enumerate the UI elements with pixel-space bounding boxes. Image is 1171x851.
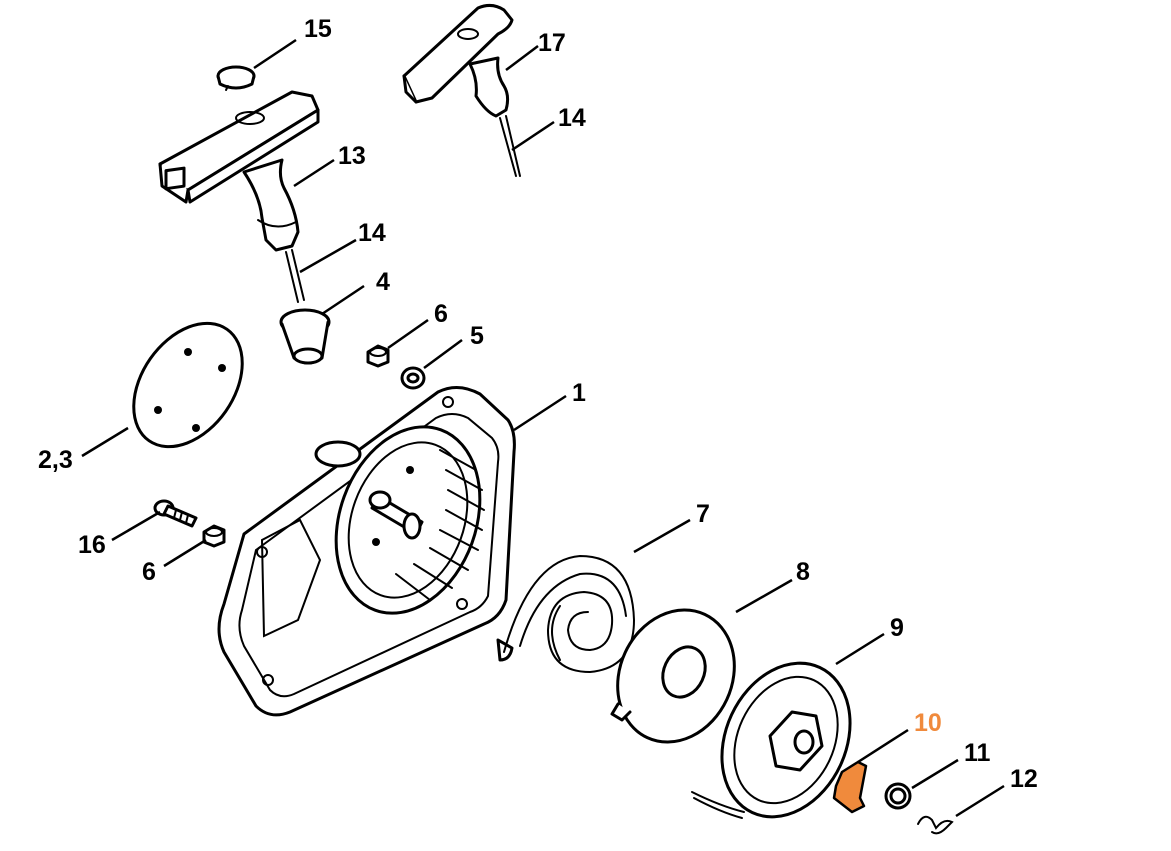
callout-10: 10 [914,709,942,737]
part-5-washer [400,366,426,390]
callout-15: 15 [304,15,332,43]
part-12-spring-clip [917,815,954,835]
part-10-pawl [832,760,868,814]
callout-14-handle: 14 [358,219,386,247]
leader-6b [163,538,207,568]
callout-16: 16 [78,531,106,559]
leader-4 [321,284,365,316]
leader-10 [857,728,909,764]
callout-14-top: 14 [558,104,586,132]
callout-6-upper: 6 [434,300,448,328]
part-8-spring-disc [610,608,736,744]
leader-17 [505,45,539,71]
part-6-nut-lower [202,524,226,548]
leader-lines [81,38,1005,818]
callout-7: 7 [696,500,710,528]
leader-14a [511,120,555,152]
callout-12: 12 [1010,765,1038,793]
leader-14b [299,238,357,274]
part-17-grip [402,3,521,177]
callout-9: 9 [890,614,904,642]
leader-7 [633,518,691,554]
leader-8 [735,578,793,614]
leader-11 [911,758,959,790]
part-9-rope-rotor [691,661,852,819]
leader-1 [513,394,567,432]
part-15-cap [216,65,256,91]
part-11-washer [884,782,912,810]
part-1-fan-housing [217,386,516,717]
leader-5 [423,338,463,370]
callout-11: 11 [964,739,991,767]
leader-9 [835,632,885,666]
leader-12 [955,784,1005,818]
callout-2-3: 2,3 [38,446,73,474]
callout-4: 4 [376,268,390,296]
callout-8: 8 [796,558,810,586]
callout-6-lower: 6 [142,558,156,586]
callout-1: 1 [572,379,586,407]
part-4-bush [279,308,331,365]
leader-23 [81,426,129,458]
leader-13 [293,158,335,188]
leader-16 [111,510,161,542]
part-13-handle [158,90,320,303]
part-7-rewind-spring [496,554,636,674]
part-16-screw [153,499,198,528]
part-6-nut-upper [366,344,390,368]
callout-labels: 15 17 14 13 14 4 6 5 1 2,3 16 6 7 8 10 9… [38,15,1038,793]
part-2-3-cover-plate [132,321,244,449]
leader-15 [253,38,297,70]
callout-17: 17 [538,29,566,57]
callout-5: 5 [470,322,484,350]
callout-13: 13 [338,142,366,170]
leader-6a [387,318,429,350]
